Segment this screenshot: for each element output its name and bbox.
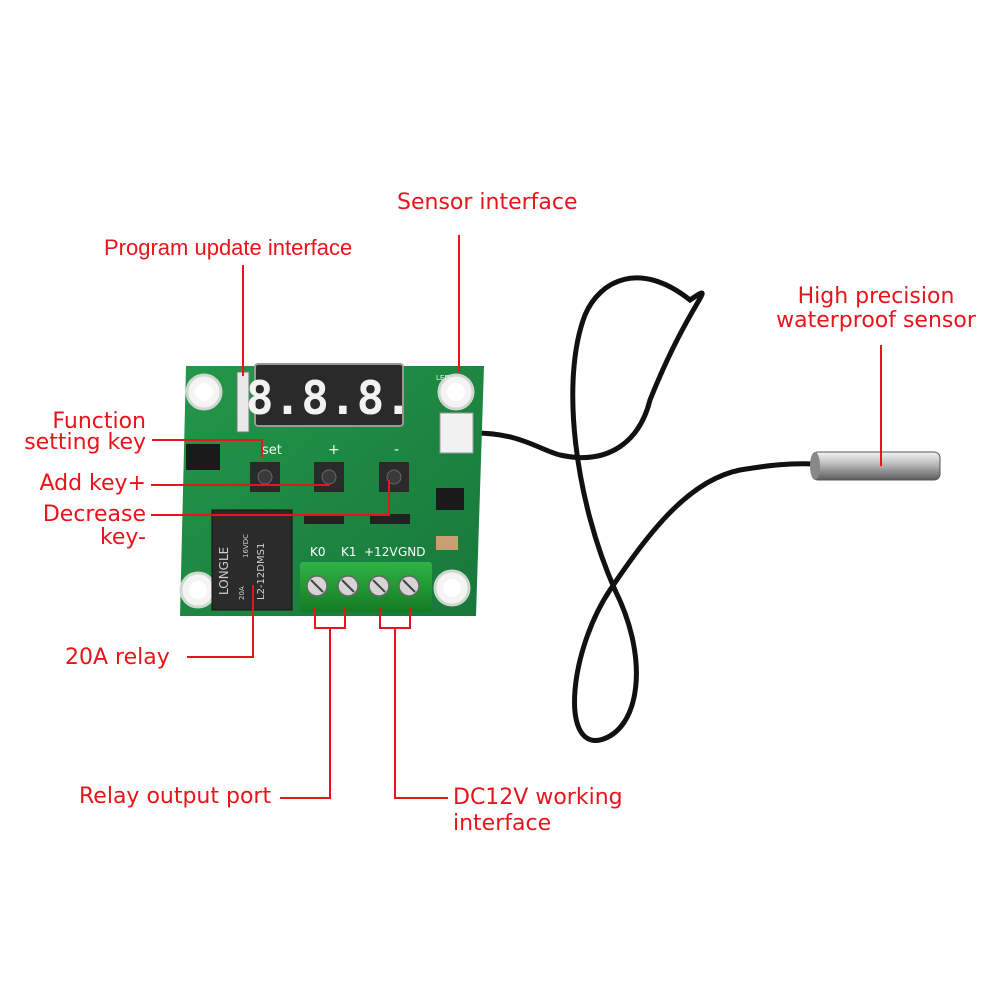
terminal-block [300, 562, 432, 612]
chip [186, 444, 220, 470]
relay-voltage: 16VDC [242, 534, 250, 558]
pcb-board: 8.8.8. LED set + - LONGLE [179, 363, 484, 616]
terminal-label-gnd: GND [398, 545, 426, 559]
dc12v-line-2: interface [453, 811, 552, 836]
function-line-1: Function [52, 409, 146, 434]
function-line-2: setting key [24, 430, 146, 455]
sensor-interface-label: Sensor interface [397, 190, 578, 215]
add-button[interactable] [314, 462, 344, 492]
minus-silkscreen: - [394, 442, 399, 458]
relay-label: 20A relay [65, 645, 170, 670]
terminal-label-12v: +12V [364, 545, 398, 559]
set-button[interactable] [250, 462, 280, 492]
decrease-button[interactable] [379, 462, 409, 492]
relay-brand: LONGLE [217, 547, 231, 595]
set-silkscreen: set [262, 443, 282, 458]
sensor-cable [472, 275, 818, 743]
dc12v-line-1: DC12V working [453, 785, 623, 810]
callout-lines [151, 235, 882, 799]
terminal-label-k1: K1 [341, 545, 357, 559]
relay-model: L2-12DMS1 [256, 543, 267, 600]
plus-silkscreen: + [328, 442, 340, 458]
relay-rating: 20A [238, 586, 246, 600]
waterproof-probe [810, 451, 941, 481]
add-key-label: Add key+ [39, 471, 146, 496]
function-setting-key-label: Function setting key [10, 409, 146, 455]
led-silkscreen: LED [436, 374, 450, 382]
relay-output-port-label: Relay output port [79, 784, 272, 809]
high-precision-sensor-label: High precision waterproof sensor [770, 285, 982, 333]
display-digits: 8.8.8. [246, 371, 412, 425]
dc12v-working-interface-label: DC12V working interface [453, 785, 623, 837]
decrease-line-2: key- [99, 525, 146, 550]
decrease-line-1: Decrease [42, 502, 146, 527]
terminal-label-k0: K0 [310, 545, 326, 559]
program-update-interface-label: Program update interface [104, 235, 353, 260]
decrease-key-label: Decrease key- [10, 503, 146, 549]
led-display [254, 363, 404, 427]
high-precision-line-1: High precision [797, 284, 955, 309]
high-precision-line-2: waterproof sensor [776, 308, 976, 333]
sensor-connector [439, 412, 474, 454]
